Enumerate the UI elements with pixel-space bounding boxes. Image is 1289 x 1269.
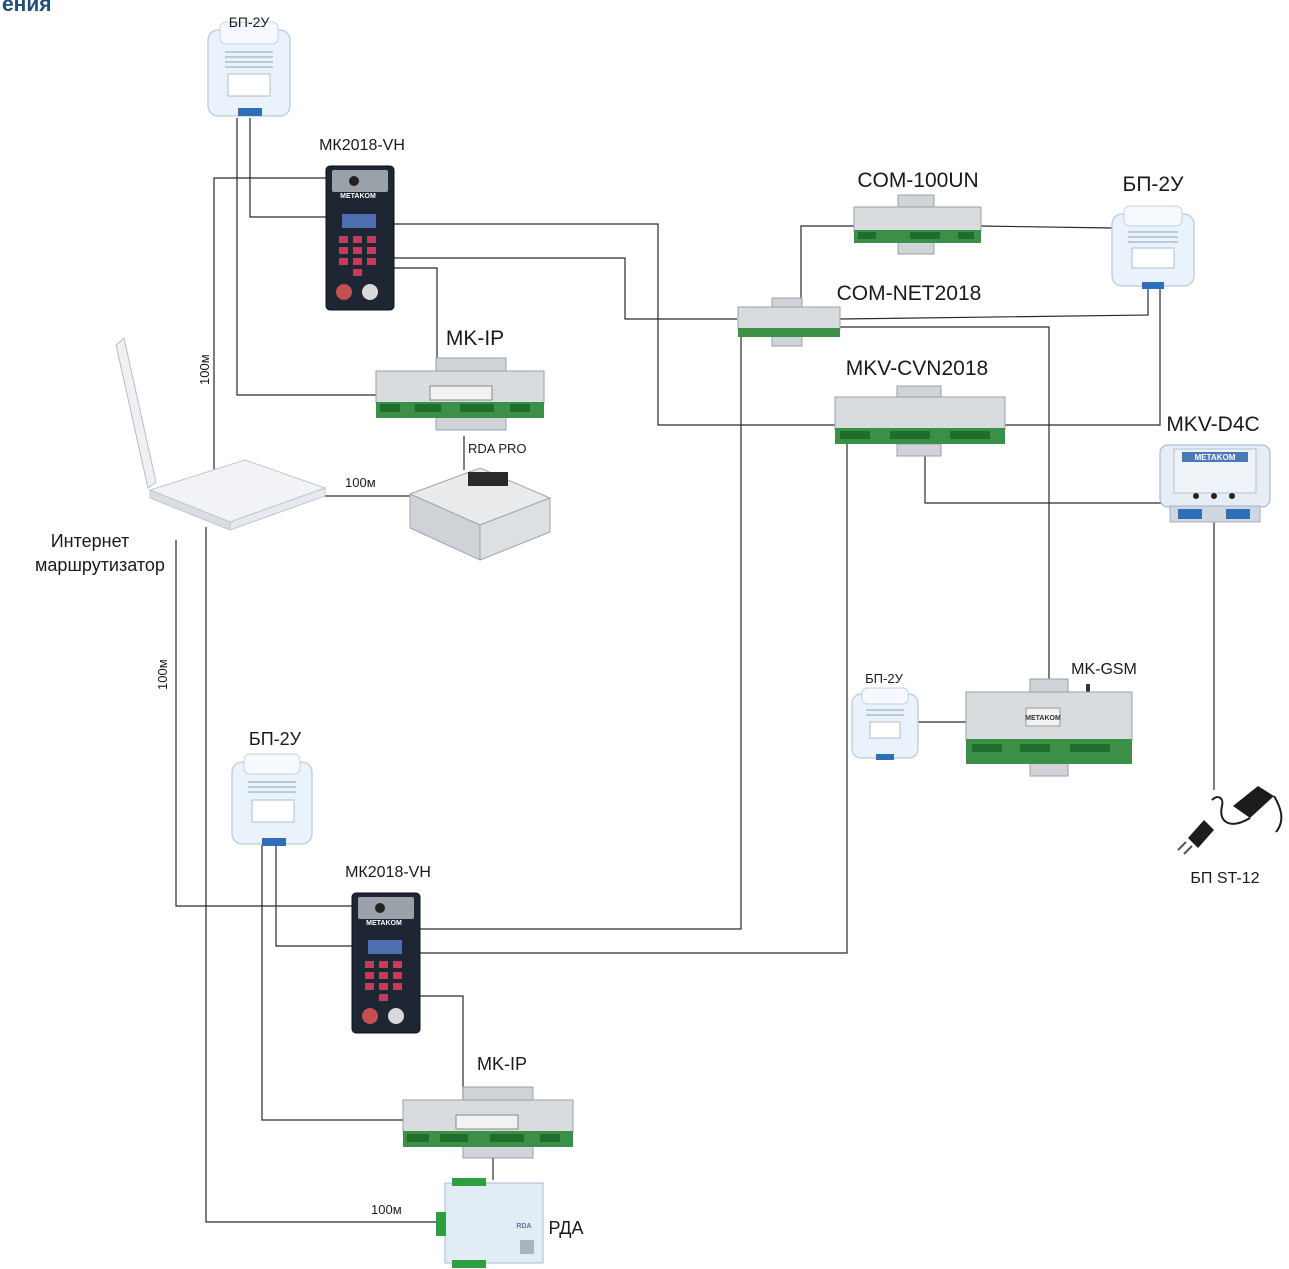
wire-psu-top-panel-b: [249, 118, 328, 218]
rda-brand: RDA: [516, 1223, 531, 1230]
mk-ip-top: MK-IP: [375, 327, 545, 431]
wire-cvn-d4c: [924, 455, 1168, 504]
rda-pro-label: RDA PRO: [468, 441, 527, 456]
rda-device: RDA РДА: [436, 1178, 584, 1268]
psu-right-label: БП-2У: [1123, 173, 1185, 196]
com-100un: COM-100UN: [853, 169, 982, 255]
mkip-top-label: MK-IP: [446, 327, 504, 350]
comnet-label: COM-NET2018: [837, 282, 982, 305]
call-panel-top: METAKOM МК2018-VH: [319, 137, 405, 311]
wire-panel-bottom-comnet: [420, 333, 742, 930]
cable-label-vertical-top: 100м: [197, 354, 212, 385]
st12-label: БП ST-12: [1190, 870, 1259, 887]
cable-label-vertical-bottom: 100м: [155, 659, 170, 690]
router-label-line1: Интернет: [51, 531, 130, 551]
mkv-cvn2018: MKV-CVN2018: [834, 357, 1006, 457]
gsm-label: MK-GSM: [1071, 661, 1137, 678]
cable-label-router-rdapro: 100м: [345, 475, 376, 490]
wire-router-panel-top: [213, 177, 328, 470]
panel-bottom-label: МК2018-VH: [345, 864, 431, 881]
panel-top-label: МК2018-VH: [319, 137, 405, 154]
wire-psu-bottom-panel-a: [261, 845, 404, 1121]
wire-router-rda: [205, 527, 440, 1223]
panel-bottom-brand: METAKOM: [366, 920, 402, 927]
mk-gsm: METAKOM MK-GSM: [965, 661, 1137, 777]
d4c-brand: METAKOM: [1195, 453, 1236, 462]
wire-psu-bottom-panel-b: [275, 845, 353, 947]
psu-bottom-label: БП-2У: [249, 729, 302, 749]
psu-top-label: БП-2У: [229, 14, 270, 30]
wire-router-panel-bottom: [175, 540, 353, 907]
rda-pro: RDA PRO: [408, 436, 552, 561]
wire-panel-bottom-cvn: [420, 443, 848, 954]
wire-comnet-gsm: [840, 326, 1050, 682]
com-net2018: COM-NET2018: [737, 282, 982, 347]
wire-panel-mkip-bottom: [420, 995, 464, 1100]
router-label-line2: маршрутизатор: [35, 555, 165, 575]
wire-comnet-psu: [839, 285, 1149, 320]
mk-ip-bottom: MK-IP: [402, 1054, 574, 1159]
psu-st12: БП ST-12: [1177, 786, 1283, 887]
d4c-label: MKV-D4C: [1166, 413, 1259, 436]
wires: [175, 118, 1215, 1223]
wire-psu-top-panel-a: [236, 118, 378, 396]
mkip-bottom-label: MK-IP: [477, 1054, 527, 1074]
gsm-brand: METAKOM: [1025, 715, 1061, 722]
call-panel-bottom: METAKOM МК2018-VH: [345, 864, 431, 1034]
internet-router: Интернет маршрутизатор: [35, 337, 327, 575]
mkv-d4c: METAKOM MKV-D4C: [1159, 413, 1271, 523]
wire-panel-cvn: [393, 223, 835, 426]
cvn-label: MKV-CVN2018: [846, 357, 988, 380]
rda-label: РДА: [549, 1218, 584, 1238]
wire-panel-mkip-top: [393, 267, 438, 372]
psu-gsm: БП-2У: [851, 671, 919, 760]
psu-bottom: БП-2У: [231, 729, 313, 846]
psu-gsm-label: БП-2У: [865, 671, 903, 686]
com100-label: COM-100UN: [857, 169, 978, 192]
psu-top: БП-2У: [207, 14, 291, 117]
panel-top-brand: METAKOM: [340, 193, 376, 200]
cable-label-router-rda: 100м: [371, 1202, 402, 1217]
wire-com100-psu: [979, 225, 1114, 229]
wire-com100-comnet: [800, 225, 855, 303]
psu-right: БП-2У: [1111, 173, 1195, 289]
wire-psu-cvn: [1004, 285, 1161, 426]
page-title-fragment: ения: [2, 0, 52, 16]
wire-panel-comnet: [393, 257, 737, 320]
